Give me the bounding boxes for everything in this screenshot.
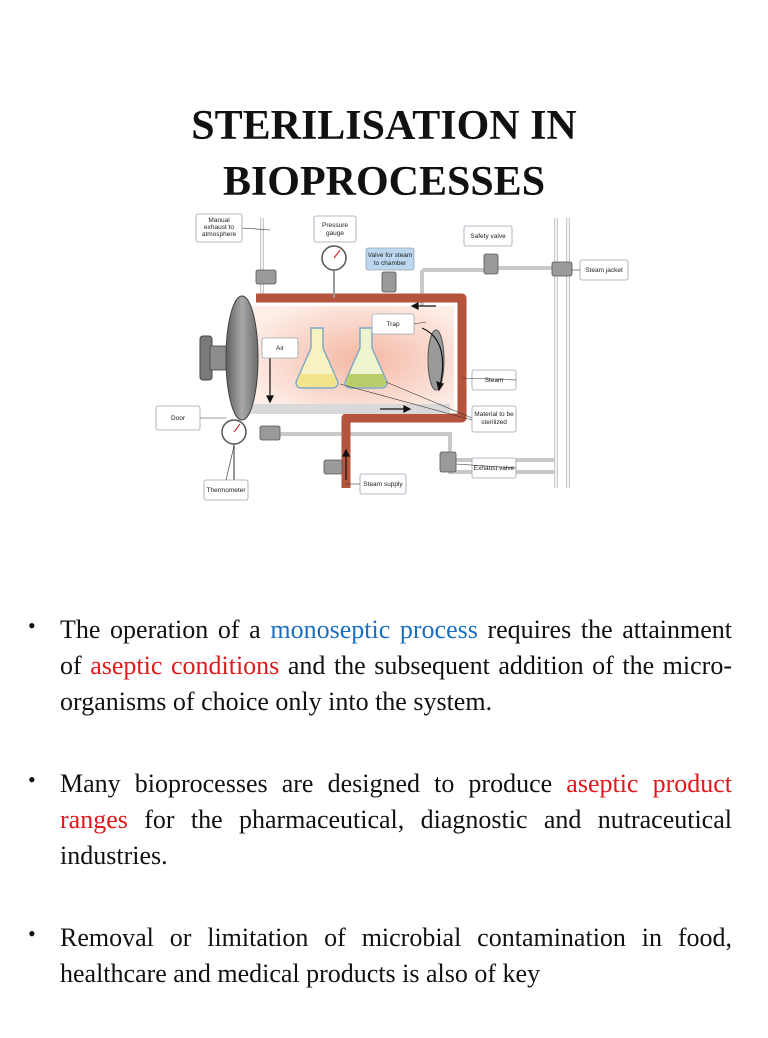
label-door: Door bbox=[171, 415, 186, 422]
label-manual-exhaust-2: exhaust to bbox=[204, 224, 234, 231]
bullet-list: • The operation of a monoseptic process r… bbox=[28, 612, 732, 1038]
label-valve-steam-2: to chamber bbox=[374, 260, 407, 267]
label-air: Air bbox=[276, 345, 285, 352]
label-manual-exhaust-3: atmosphere bbox=[202, 231, 237, 238]
label-material-2: sterilized bbox=[481, 419, 507, 426]
title-line-1: STERILISATION IN bbox=[191, 103, 577, 149]
label-steam-jacket: Steam jacket bbox=[585, 267, 623, 274]
bullet-text: and the subsequent addition of the micro… bbox=[60, 651, 732, 716]
bullet-item: • The operation of a monoseptic process r… bbox=[28, 612, 732, 720]
flask-icon bbox=[295, 327, 339, 389]
bullet-text: for the pharmaceutical, diagnostic and n… bbox=[60, 805, 732, 870]
label-steam: Steam bbox=[485, 377, 504, 384]
chamber bbox=[248, 306, 454, 412]
chamber-back bbox=[427, 329, 445, 391]
slide-title: STERILISATION IN BIOPROCESSES bbox=[0, 98, 768, 210]
label-steam-supply: Steam supply bbox=[363, 481, 403, 488]
valve-icons bbox=[255, 253, 573, 475]
bullet-text: requires the attainment of bbox=[60, 615, 732, 680]
bullet-item: • Many bioprocesses are designed to produ… bbox=[28, 766, 732, 874]
label-boxes bbox=[155, 213, 629, 501]
chamber-floor bbox=[250, 404, 450, 414]
bullet-text: The operation of a bbox=[60, 615, 271, 644]
title-line-2: BIOPROCESSES bbox=[222, 159, 546, 205]
label-pressure-gauge-2: gauge bbox=[326, 230, 344, 237]
autoclave-diagram: Manual exhaust to atmosphere Pressure ga… bbox=[155, 213, 629, 501]
label-safety-valve: Safety valve bbox=[470, 233, 506, 240]
door-icon bbox=[225, 295, 259, 421]
bullet-item: • Removal or limitation of microbial cont… bbox=[28, 920, 732, 992]
highlighted-term: aseptic conditions bbox=[90, 651, 280, 680]
leader-lines bbox=[200, 227, 580, 485]
highlighted-term: aseptic product ranges bbox=[60, 769, 732, 834]
label-valve-steam-1: Valve for steam bbox=[368, 252, 413, 259]
bullet-dot: • bbox=[28, 613, 36, 638]
highlighted-term: monoseptic process bbox=[270, 615, 478, 644]
label-exhaust-valve: Exhaust valve bbox=[474, 465, 515, 472]
label-trap: Trap bbox=[386, 321, 400, 328]
steam-jacket-pipe bbox=[256, 293, 467, 488]
bullet-text: Removal or limitation of microbial conta… bbox=[60, 923, 732, 988]
label-material-1: Material to be bbox=[474, 411, 514, 418]
bullet-dot: • bbox=[28, 921, 36, 946]
diagram-labels: Manual exhaust to atmosphere Pressure ga… bbox=[171, 217, 623, 494]
bullet-text: Many bioprocesses are designed to produc… bbox=[60, 769, 567, 798]
label-thermometer: Thermometer bbox=[206, 487, 246, 494]
bullet-dot: • bbox=[28, 767, 36, 792]
label-pressure-gauge-1: Pressure bbox=[322, 222, 348, 229]
label-manual-exhaust-1: Manual bbox=[208, 217, 230, 224]
